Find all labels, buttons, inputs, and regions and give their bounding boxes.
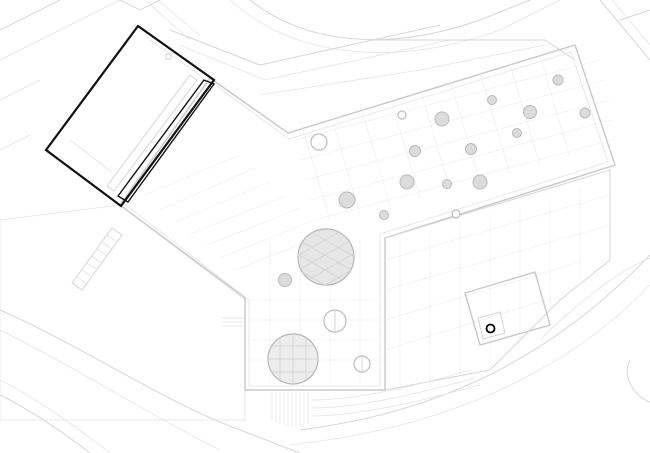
tree-canopy [409, 145, 421, 157]
tree-canopy [442, 179, 452, 189]
circular-planters [267, 228, 355, 385]
tree-canopy [472, 174, 488, 190]
tree-canopy [512, 128, 522, 138]
paving-grid [144, 55, 613, 385]
tree-canopy [379, 210, 389, 220]
tree-canopy [579, 107, 591, 119]
tree-canopy [487, 95, 497, 105]
tree-canopy [278, 273, 292, 287]
tree-canopy [451, 209, 461, 219]
lawn-area [0, 204, 246, 421]
tree-canopy [399, 174, 415, 190]
tree-canopy [434, 111, 450, 127]
small-circle-marker [485, 323, 496, 334]
tree-canopy [338, 191, 356, 209]
plaza-outline [119, 44, 616, 391]
rectangular-building-outline [44, 24, 216, 208]
tree-canopy [523, 105, 537, 119]
tree-canopy [397, 110, 407, 120]
tree-canopy [465, 143, 477, 155]
circular-planter [297, 228, 355, 286]
service-building [464, 271, 551, 346]
tree-canopy [310, 133, 328, 151]
tree-canopy [552, 74, 564, 86]
trees [278, 74, 591, 373]
east-paved-area [384, 169, 611, 391]
stairs [71, 227, 481, 426]
